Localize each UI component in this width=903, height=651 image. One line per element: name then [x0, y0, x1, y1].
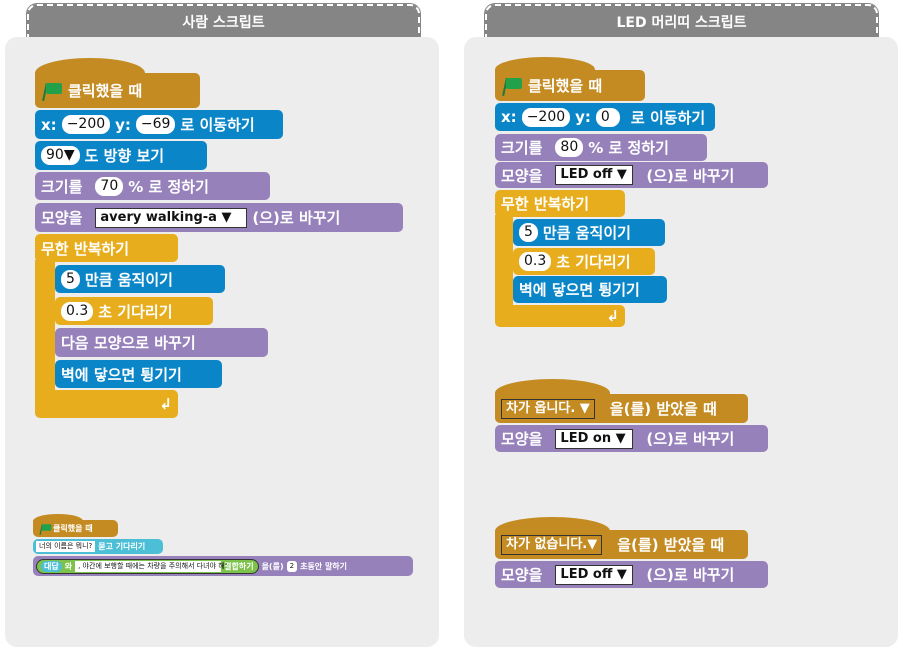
block-label: % 로 정하기	[128, 177, 209, 196]
y-label: y:	[115, 115, 131, 134]
forever-bottom: ↲	[35, 390, 178, 418]
block-label: 클릭했을 때	[53, 524, 93, 533]
when-receive-block[interactable]: 차가 없습니다.▼ 을(를) 받았을 때	[495, 530, 748, 559]
block-label: (으)로 바꾸기	[252, 209, 341, 227]
switch-costume-block[interactable]: 모양을 avery walking-a ▼(으)로 바꾸기	[35, 203, 403, 232]
block-label: 크기를	[501, 139, 543, 157]
block-label: 벽에 닿으면 튕기기	[61, 365, 182, 384]
seconds-input[interactable]: 2	[286, 560, 298, 572]
block-label: 모양을	[41, 209, 83, 227]
block-label: (으)로 바꾸기	[646, 166, 735, 185]
block-label: 모양을	[501, 430, 543, 448]
forever-block[interactable]: 무한 반복하기	[35, 234, 178, 262]
green-flag-icon	[39, 523, 52, 534]
ask-wait-block[interactable]: 너의 이름은 뭐니?묻고 기다리기	[33, 539, 163, 554]
green-flag-icon	[41, 82, 63, 100]
block-label: % 로 정하기	[588, 139, 669, 157]
next-costume-block[interactable]: 다음 모양으로 바꾸기	[55, 328, 268, 357]
x-label: x:	[501, 108, 517, 126]
costume-dropdown[interactable]: LED on ▼	[555, 428, 634, 449]
block-label: 도 방향 보기	[84, 147, 165, 165]
point-direction-block[interactable]: 90▼도 방향 보기	[35, 141, 207, 170]
block-label: 다음 모양으로 바꾸기	[61, 334, 196, 352]
block-label: 초동안 말하기	[300, 561, 348, 571]
x-label: x:	[41, 115, 57, 134]
forever-bottom: ↲	[495, 305, 625, 327]
steps-input[interactable]: 5	[519, 223, 538, 242]
costume-dropdown[interactable]: LED off ▼	[555, 564, 634, 585]
y-label: y:	[575, 108, 591, 126]
block-label: 무한 반복하기	[41, 239, 130, 258]
size-input[interactable]: 70	[95, 176, 124, 196]
block-label: 초 기다리기	[98, 302, 173, 321]
block-label: 묻고 기다리기	[98, 542, 146, 551]
steps-input[interactable]: 5	[61, 269, 80, 289]
block-label: 을(를)	[261, 561, 284, 571]
block-label: 클릭했을 때	[528, 77, 603, 95]
set-size-block[interactable]: 크기를 70% 로 정하기	[35, 172, 270, 200]
switch-costume-block[interactable]: 모양을 LED off ▼ (으)로 바꾸기	[495, 162, 768, 188]
switch-costume-block[interactable]: 모양을 LED on ▼ (으)로 바꾸기	[495, 425, 768, 452]
switch-costume-block[interactable]: 모양을 LED off ▼ (으)로 바꾸기	[495, 561, 768, 588]
join-text-input[interactable]: , 야간에 보행할 때에는 차량을 주의해서 다녀야 해!	[75, 560, 228, 572]
block-label: 초 기다리기	[556, 253, 631, 271]
block-label: 모양을	[501, 166, 543, 185]
block-label: 로 이동하기	[630, 108, 706, 127]
green-flag-icon	[501, 77, 523, 95]
message-dropdown[interactable]: 차가 옵니다. ▼	[501, 398, 595, 419]
when-flag-clicked-block[interactable]: 클릭했을 때	[495, 70, 645, 101]
message-dropdown[interactable]: 차가 없습니다.▼	[501, 534, 603, 555]
y-input[interactable]: 0	[595, 107, 620, 127]
block-label: 을(를) 받았을 때	[617, 536, 725, 554]
block-label: 크기를	[41, 177, 83, 196]
block-label: 모양을	[501, 566, 543, 584]
block-label: 결합하기	[224, 561, 254, 571]
answer-reporter[interactable]: 대답	[41, 560, 62, 572]
set-size-block[interactable]: 크기를 80% 로 정하기	[495, 134, 707, 161]
block-label: 로 이동하기	[180, 116, 255, 134]
bounce-block[interactable]: 벽에 닿으면 튕기기	[513, 276, 667, 303]
x-input[interactable]: −200	[61, 115, 111, 134]
costume-dropdown[interactable]: LED off ▼	[555, 165, 634, 185]
block-label: 와	[64, 561, 73, 571]
bounce-block[interactable]: 벽에 닿으면 튕기기	[55, 360, 222, 388]
block-label: 벽에 닿으면 튕기기	[519, 281, 640, 299]
loop-arrow-icon: ↲	[159, 395, 172, 413]
loop-arrow-icon: ↲	[606, 307, 619, 325]
forever-block[interactable]: 무한 반복하기	[495, 190, 625, 217]
block-label: 만큼 움직이기	[84, 270, 173, 289]
forever-arm	[35, 260, 55, 395]
y-input[interactable]: −69	[135, 115, 176, 134]
costume-dropdown[interactable]: avery walking-a ▼	[95, 207, 248, 228]
x-input[interactable]: −200	[521, 107, 571, 127]
block-label: 을(를) 받았을 때	[609, 400, 717, 418]
block-label: 무한 반복하기	[501, 195, 590, 213]
forever-arm	[495, 215, 513, 310]
when-flag-clicked-block[interactable]: 클릭했을 때	[35, 73, 200, 108]
size-input[interactable]: 80	[555, 138, 584, 157]
seconds-input[interactable]: 0.3	[519, 252, 552, 271]
when-receive-block[interactable]: 차가 옵니다. ▼ 을(를) 받았을 때	[495, 394, 748, 423]
question-input[interactable]: 너의 이름은 뭐니?	[36, 541, 96, 552]
direction-dropdown[interactable]: 90▼	[41, 146, 80, 165]
block-label: (으)로 바꾸기	[646, 430, 735, 448]
block-label: 클릭했을 때	[68, 82, 143, 100]
seconds-input[interactable]: 0.3	[61, 301, 94, 321]
block-label: 만큼 움직이기	[542, 224, 631, 242]
block-label: (으)로 바꾸기	[646, 566, 735, 584]
mini-when-flag-clicked-block[interactable]: 클릭했을 때	[33, 520, 118, 537]
